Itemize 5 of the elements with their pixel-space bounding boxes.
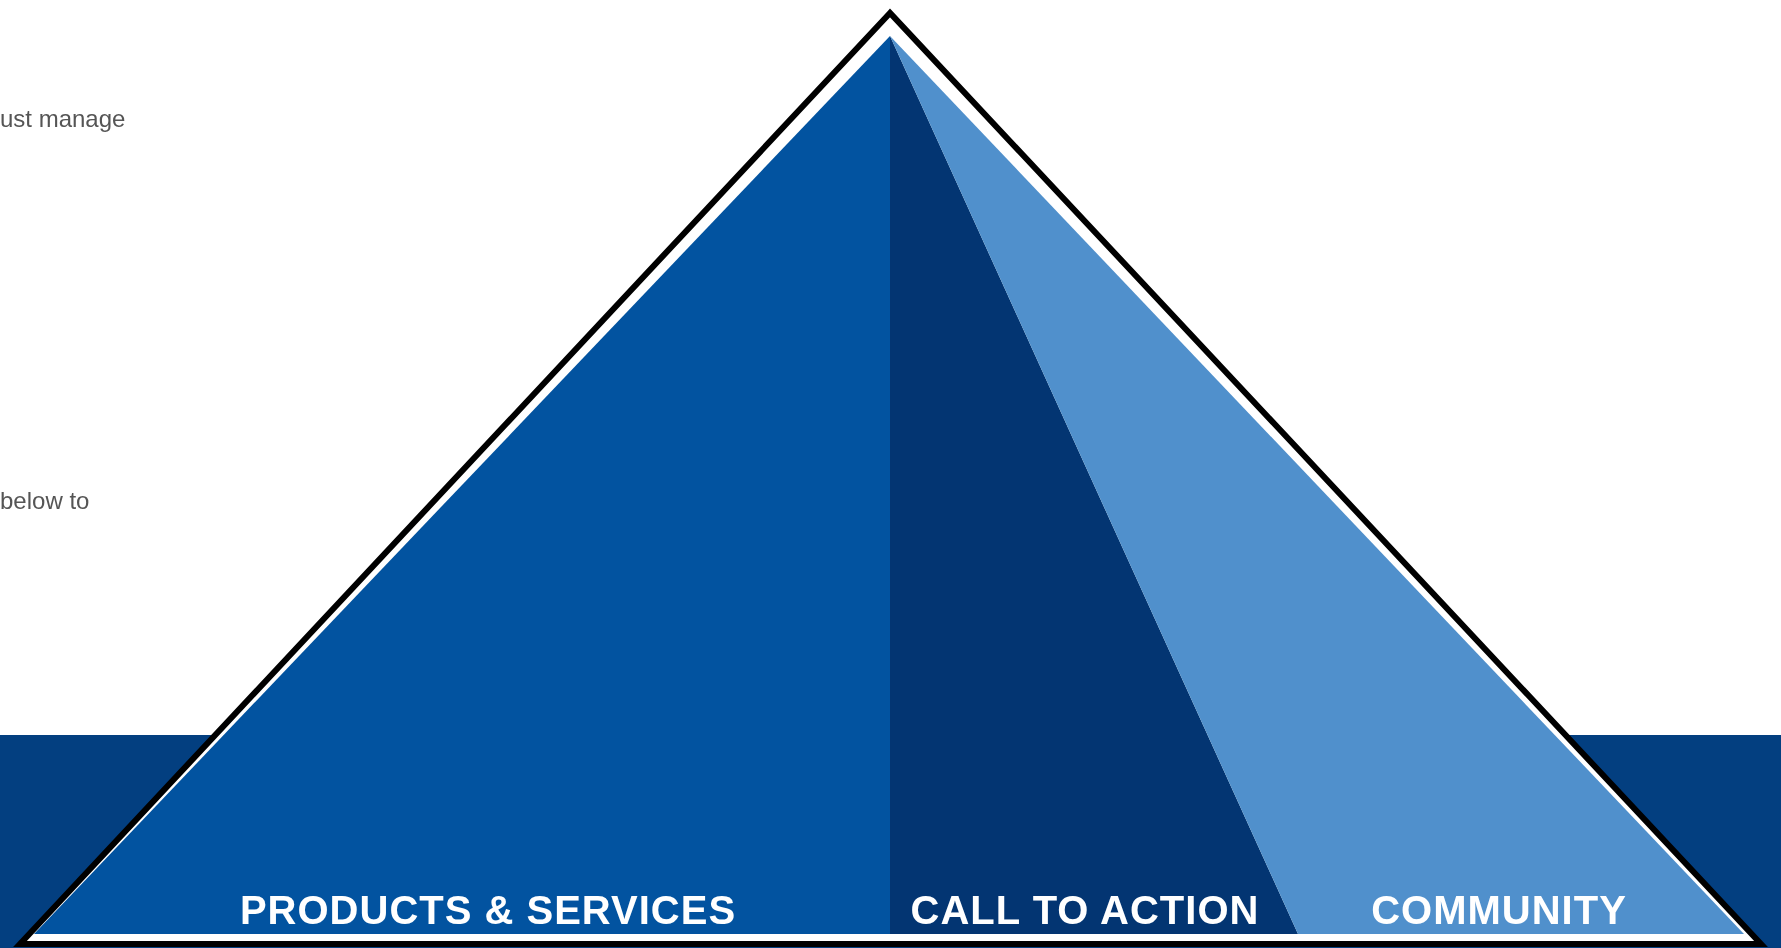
body-text: ust manage <box>0 105 126 133</box>
section-label: COMMUNITY <box>1371 888 1627 932</box>
section-label: PRODUCTS & SERVICES <box>239 888 737 932</box>
body-text: below to <box>0 487 90 515</box>
section-label: CALL TO ACTION <box>910 888 1260 932</box>
